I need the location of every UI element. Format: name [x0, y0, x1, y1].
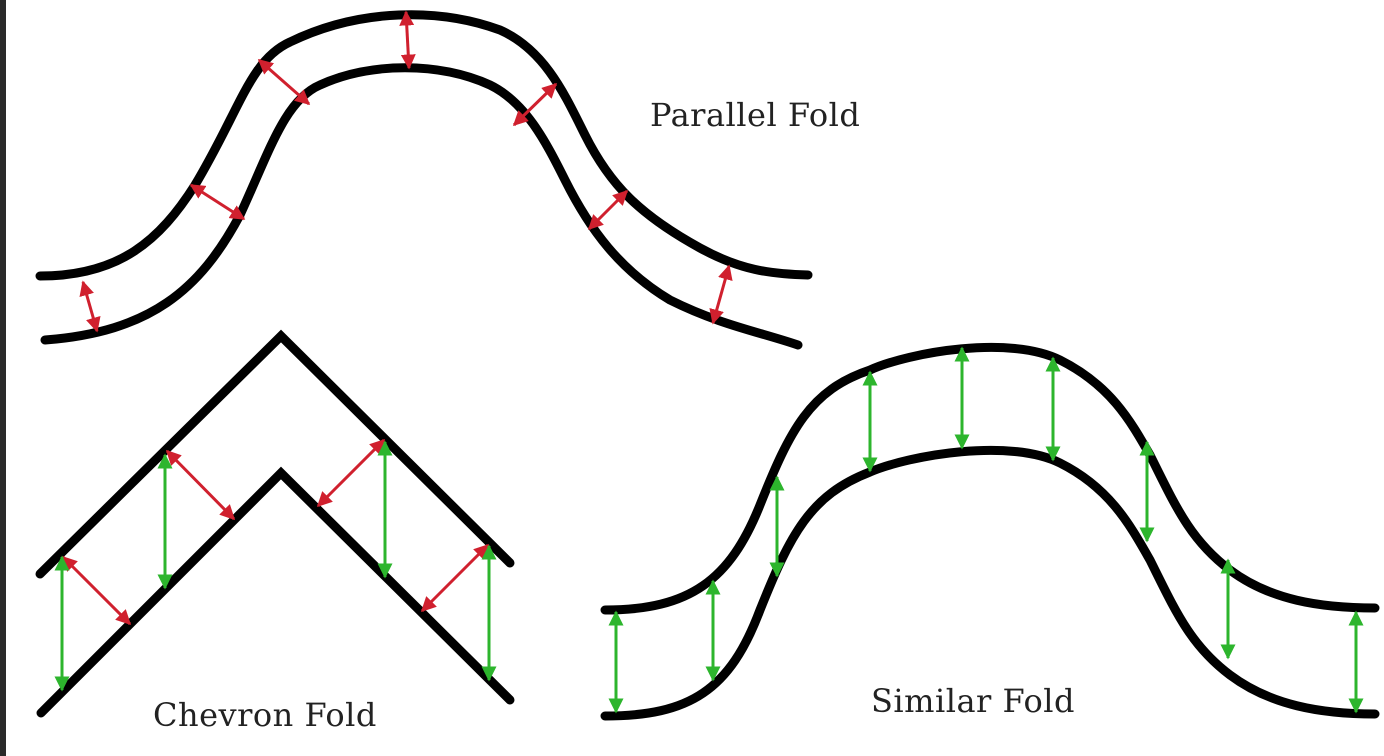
chevron-fold-outer-layer — [35, 329, 515, 579]
parallel-fold-outer-layer — [35, 10, 813, 281]
parallel-fold-inner-layer — [40, 63, 803, 350]
parallel-fold-arrow — [512, 82, 558, 127]
parallel-fold-arrow — [399, 10, 416, 70]
chevron-fold-vertical-arrows — [54, 440, 497, 692]
similar-fold-outer-layer — [600, 342, 1380, 615]
parallel-fold-arrow — [587, 189, 629, 231]
chevron-fold-inner-layer — [36, 466, 515, 718]
parallel-fold-arrow — [189, 183, 246, 221]
chevron-fold-perpendicular-arrows — [61, 438, 490, 626]
parallel-fold-arrow — [709, 264, 733, 325]
chevron-fold — [35, 329, 515, 718]
parallel-fold-thickness-arrows — [79, 10, 733, 333]
similar-fold-label: Similar Fold — [871, 682, 1075, 720]
chevron-fold-red-arrow — [420, 543, 490, 613]
left-border — [0, 0, 6, 756]
parallel-fold-arrow — [257, 58, 311, 106]
chevron-fold-red-arrow — [316, 438, 386, 508]
chevron-fold-label: Chevron Fold — [153, 696, 377, 734]
similar-fold — [600, 342, 1380, 721]
parallel-fold — [35, 10, 813, 350]
parallel-fold-arrow — [79, 280, 101, 333]
chevron-fold-red-arrow — [165, 449, 236, 521]
chevron-fold-red-arrow — [61, 555, 132, 626]
parallel-fold-label: Parallel Fold — [650, 96, 861, 134]
similar-fold-vertical-arrows — [608, 346, 1364, 714]
similar-fold-outer-layer-lower — [600, 445, 1380, 721]
